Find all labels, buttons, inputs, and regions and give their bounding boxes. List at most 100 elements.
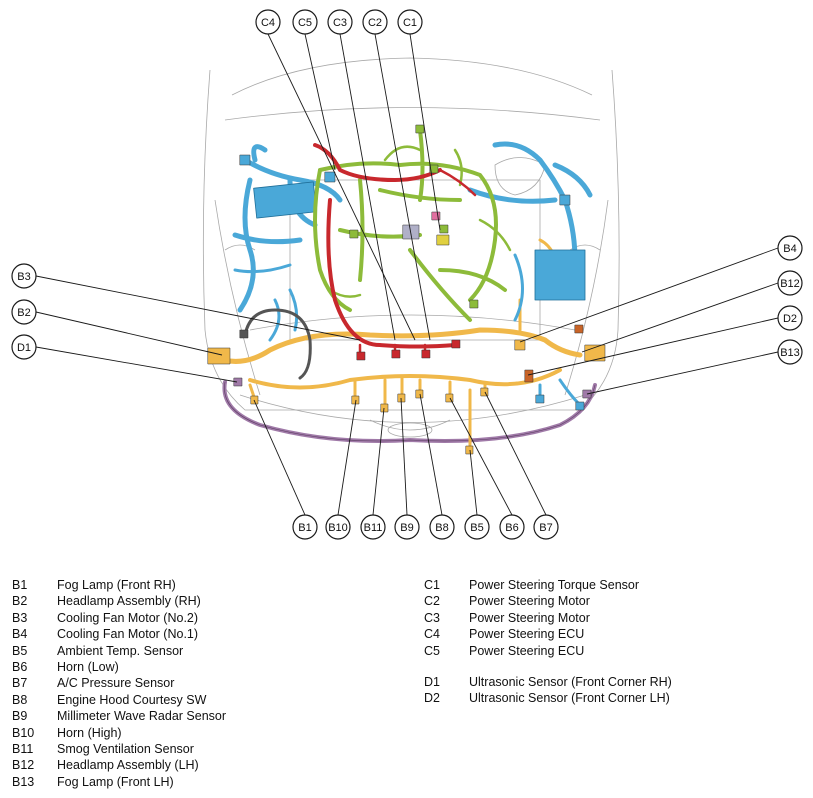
callout-b1: B1 bbox=[292, 514, 318, 540]
legend-description: Cooling Fan Motor (No.1) bbox=[57, 627, 199, 642]
callout-b13: B13 bbox=[777, 339, 803, 365]
legend-description: Ultrasonic Sensor (Front Corner LH) bbox=[469, 691, 670, 706]
legend-code: B5 bbox=[12, 643, 28, 658]
legend-description: Smog Ventilation Sensor bbox=[57, 742, 194, 756]
legend-description: Millimeter Wave Radar Sensor bbox=[57, 709, 227, 724]
callout-b12: B12 bbox=[777, 270, 803, 296]
callout-label: B8 bbox=[435, 522, 448, 534]
legend-code: C1 bbox=[424, 578, 440, 592]
callout-b2: B2 bbox=[11, 299, 37, 325]
legend-description: Power Steering ECU bbox=[469, 643, 585, 658]
callout-circle bbox=[11, 263, 37, 289]
legend-code: D2 bbox=[424, 691, 440, 706]
callout-b5: B5 bbox=[464, 514, 490, 540]
fuse-box-rh bbox=[253, 181, 317, 219]
callout-label: B5 bbox=[470, 522, 483, 534]
callout-label: B11 bbox=[364, 522, 383, 534]
callout-circle bbox=[11, 334, 37, 360]
callout-label: B7 bbox=[539, 522, 552, 534]
legend-code: B6 bbox=[12, 660, 28, 674]
callout-b8: B8 bbox=[429, 514, 455, 540]
callout-label: B13 bbox=[780, 347, 800, 359]
callout-b4: B4 bbox=[777, 235, 803, 261]
callout-label: C4 bbox=[261, 17, 275, 29]
callout-circle bbox=[11, 299, 37, 325]
connectors bbox=[207, 124, 606, 455]
blue-harness-left bbox=[232, 144, 343, 313]
legend-code: C2 bbox=[424, 594, 440, 609]
legend-description: Ambient Temp. Sensor bbox=[57, 643, 184, 658]
callout-circle bbox=[360, 514, 386, 540]
legend-description: Power Steering Torque Sensor bbox=[469, 578, 640, 592]
callout-label: B1 bbox=[298, 522, 311, 534]
legend-description: Headlamp Assembly (RH) bbox=[57, 594, 201, 609]
callout-label: D2 bbox=[783, 313, 797, 325]
callout-circle bbox=[327, 9, 353, 35]
legend-code: B8 bbox=[12, 692, 28, 707]
legend-description: Fog Lamp (Front LH) bbox=[57, 774, 174, 789]
callout-d1: D1 bbox=[11, 334, 37, 360]
callout-c5: C5 bbox=[292, 9, 318, 35]
callout-c1: C1 bbox=[397, 9, 423, 35]
callout-b6: B6 bbox=[499, 514, 525, 540]
legend-code: B1 bbox=[12, 578, 28, 592]
callout-d2: D2 bbox=[777, 305, 803, 331]
red-harness bbox=[313, 143, 457, 349]
legend-code: B7 bbox=[12, 676, 28, 691]
legend-description: Horn (Low) bbox=[57, 660, 119, 674]
legend-code: B13 bbox=[12, 774, 35, 789]
callout-circle bbox=[429, 514, 455, 540]
gray-harness bbox=[243, 308, 312, 380]
callout-circle bbox=[362, 9, 388, 35]
callout-circle bbox=[255, 9, 281, 35]
legend-description: Power Steering Motor bbox=[469, 610, 590, 625]
legend-description: Power Steering Motor bbox=[469, 594, 590, 609]
legend-right-d: D1 Ultrasonic Sensor (Front Corner RH) D2 U… bbox=[424, 674, 804, 708]
callout-label: B9 bbox=[400, 522, 413, 534]
callout-c2: C2 bbox=[362, 9, 388, 35]
callout-label: B6 bbox=[505, 522, 518, 534]
callout-label: C5 bbox=[298, 17, 312, 29]
callout-circle bbox=[499, 514, 525, 540]
legend-description: A/C Pressure Sensor bbox=[57, 676, 175, 691]
blue-harness-left-2 bbox=[233, 263, 299, 342]
legend-code: C4 bbox=[424, 627, 440, 642]
callout-circle bbox=[777, 339, 803, 365]
callout-label: C3 bbox=[333, 17, 347, 29]
callout-label: B2 bbox=[17, 307, 30, 319]
green-harness-thin bbox=[328, 145, 512, 298]
callout-label: B12 bbox=[780, 278, 800, 290]
callout-circle bbox=[777, 235, 803, 261]
legend-left: B1 Fog Lamp (Front RH) B2 Headlamp Assembly… bbox=[12, 577, 392, 792]
callout-circle bbox=[777, 270, 803, 296]
callout-leader-lines bbox=[35, 33, 779, 516]
callout-c3: C3 bbox=[327, 9, 353, 35]
legend-description: Power Steering ECU bbox=[469, 627, 585, 642]
legend-description: Ultrasonic Sensor (Front Corner RH) bbox=[469, 675, 672, 689]
callout-label: C2 bbox=[368, 17, 382, 29]
legend-description: Fog Lamp (Front RH) bbox=[57, 578, 176, 592]
callout-label: B3 bbox=[17, 271, 30, 283]
legend-description: Cooling Fan Motor (No.2) bbox=[57, 610, 199, 625]
legend-code: C5 bbox=[424, 643, 440, 658]
callout-b9: B9 bbox=[394, 514, 420, 540]
wire-harnesses bbox=[207, 124, 606, 455]
legend-code: B3 bbox=[12, 610, 28, 625]
callout-circle bbox=[533, 514, 559, 540]
legend-code: B10 bbox=[12, 725, 35, 740]
vehicle-body-outline bbox=[202, 57, 620, 438]
legend-code: B4 bbox=[12, 627, 28, 642]
callout-b10: B10 bbox=[325, 514, 351, 540]
callout-b3: B3 bbox=[11, 263, 37, 289]
callout-label: D1 bbox=[17, 342, 31, 354]
callout-circle bbox=[394, 514, 420, 540]
legend-code: B2 bbox=[12, 594, 28, 609]
purple-harness-outline bbox=[224, 381, 596, 442]
callout-circle bbox=[325, 514, 351, 540]
ecu-box-lh bbox=[534, 249, 586, 301]
callout-c4: C4 bbox=[255, 9, 281, 35]
callout-circle bbox=[464, 514, 490, 540]
legend-code: D1 bbox=[424, 675, 440, 689]
